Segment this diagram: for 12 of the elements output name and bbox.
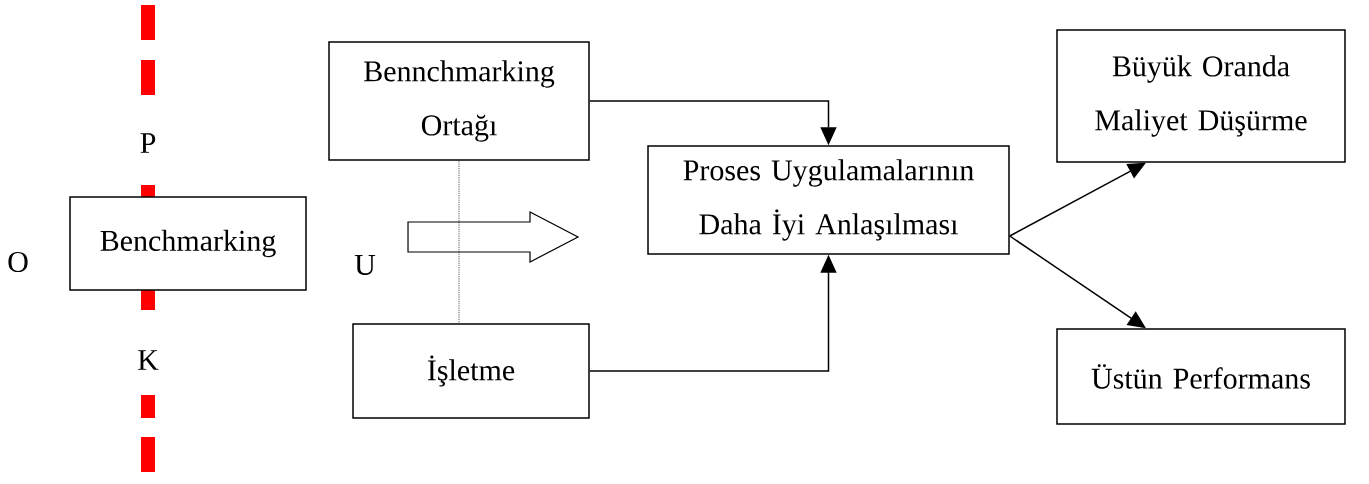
process-box: Büyük Oranda Maliyet Düşürme (1056, 29, 1346, 163)
process-box: Üstün Performans (1056, 328, 1346, 425)
process-box: Benchmarking (69, 196, 307, 291)
process-box: Bennchmarking Ortağı (328, 41, 590, 161)
letter-label: O (8, 251, 28, 273)
letter-label: U (354, 255, 376, 275)
arrow (1009, 162, 1146, 237)
process-box: İşletme (352, 323, 590, 419)
letter-label: K (138, 350, 159, 370)
process-box: Proses Uygulamalarının Daha İyi Anlaşılması (647, 145, 1010, 255)
letter-label: P (140, 133, 156, 153)
connector-line (458, 160, 460, 324)
